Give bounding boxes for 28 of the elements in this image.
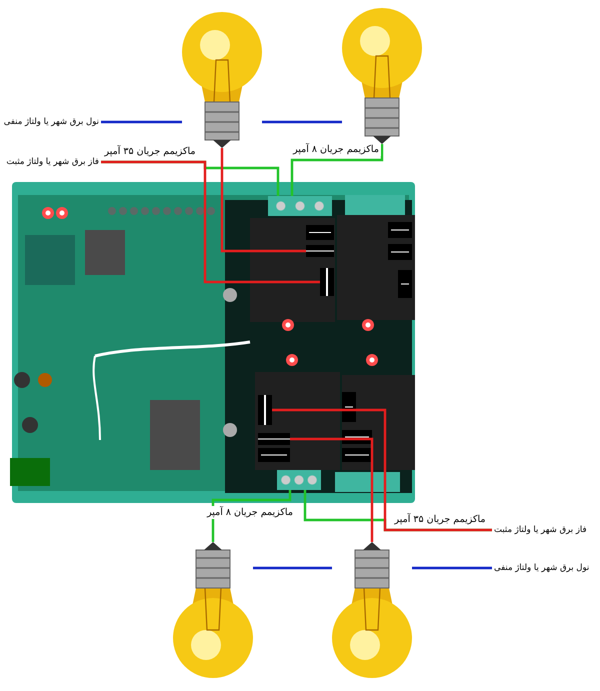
wire xyxy=(220,148,306,252)
edge-label: ماکزیمم جریان ۳۵ آمپر xyxy=(392,512,488,526)
edge-label: ماکزیمم جریان ۸ آمپر xyxy=(205,506,295,518)
light-bulb-drawing xyxy=(342,8,422,144)
terminal-block xyxy=(268,196,332,216)
wire xyxy=(290,438,374,542)
relay-pin xyxy=(258,395,272,425)
wire xyxy=(290,144,384,196)
wire xyxy=(212,490,292,542)
edge-label: ماکزیمم جریان ۸ آمپر xyxy=(291,142,381,156)
wire-label: فاز برق شهر یا ولتاژ مثبت xyxy=(4,155,101,169)
edge-label: ماکزیمم جریان ۳۵ آمپر xyxy=(102,144,198,158)
relay-pin xyxy=(258,433,290,445)
wire xyxy=(272,408,492,532)
wire-label: فاز برق شهر یا ولتاژ مثبت xyxy=(492,523,589,537)
wire-label: نول برق شهر یا ولتاژ منفی xyxy=(2,115,101,129)
light-bulb-drawing xyxy=(332,542,412,678)
wire xyxy=(253,566,332,570)
wire xyxy=(262,120,342,124)
relay-pin xyxy=(306,245,334,257)
relay-pin xyxy=(320,268,334,296)
wire xyxy=(101,160,320,284)
light-bulb-drawing xyxy=(182,12,262,148)
light-bulb-drawing xyxy=(173,542,253,678)
wire xyxy=(412,566,492,570)
wire xyxy=(101,120,182,124)
terminal-block xyxy=(277,470,321,490)
wire-label: نول برق شهر یا ولتاژ منفی xyxy=(492,561,592,575)
